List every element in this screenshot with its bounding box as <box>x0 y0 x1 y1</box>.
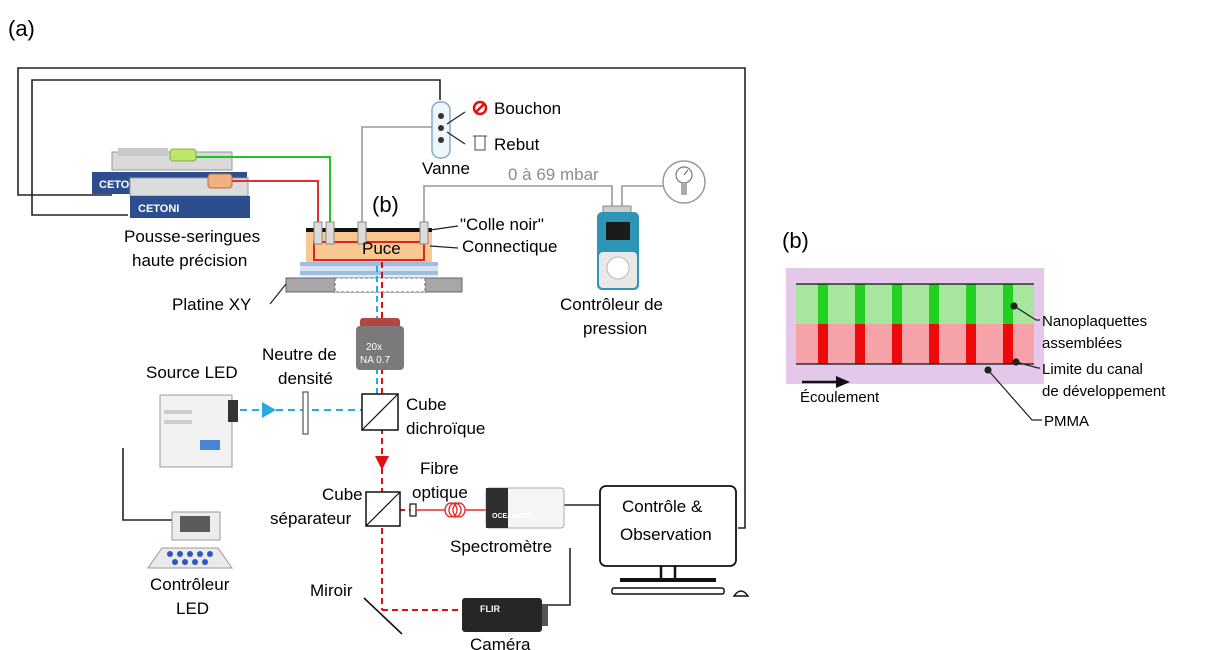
control-computer <box>599 485 750 597</box>
connectique-label: Connectique <box>462 237 557 256</box>
colle-noir-label: "Colle noir" <box>460 215 544 234</box>
led-source <box>159 394 238 468</box>
waste-bin-icon <box>473 135 487 151</box>
source-led-label: Source LED <box>146 363 238 382</box>
chip-connectors <box>313 221 429 245</box>
led-controller-label-2: LED <box>176 599 209 618</box>
platine-label: Platine XY <box>172 295 251 314</box>
panel-b-leaders <box>984 302 1042 421</box>
nano-label-2: assemblées <box>1042 335 1122 352</box>
flow-label: Écoulement <box>800 389 880 406</box>
fibre-label-2: optique <box>412 483 468 502</box>
sub-b-label: (b) <box>372 192 399 217</box>
bouchon-label: Bouchon <box>494 99 561 118</box>
green-bands <box>818 284 1013 324</box>
dichroic-cube <box>361 393 399 431</box>
red-bands <box>818 324 1013 364</box>
syringe-label-1: Pousse-seringues <box>124 227 260 246</box>
cube-dich-label-2: dichroïque <box>406 419 485 438</box>
flow-arrow <box>802 376 850 388</box>
camera-brand: FLIR <box>480 604 500 614</box>
panel-a-tag: (a) <box>8 16 35 41</box>
green-tube <box>196 156 331 224</box>
cyan-arrow <box>262 402 276 418</box>
xy-stage <box>269 277 463 305</box>
neutre-label-2: densité <box>278 369 333 388</box>
limite-label-2: de développement <box>1042 383 1166 400</box>
microfluidic-chip <box>300 228 438 277</box>
led-controller-label-1: Contrôleur <box>150 575 230 594</box>
splitter-cube <box>365 491 401 527</box>
mirror <box>363 597 403 635</box>
puce-label: Puce <box>362 239 401 258</box>
led-controller <box>147 511 233 569</box>
red-tube <box>232 180 319 224</box>
spectro-label: Spectromètre <box>450 537 552 556</box>
pressure-controller-label-1: Contrôleur de <box>560 295 663 314</box>
vanne-label: Vanne <box>422 159 470 178</box>
camera: FLIR <box>462 598 548 632</box>
control-label-2: Observation <box>620 525 712 544</box>
pressure-controller-label-2: pression <box>583 319 647 338</box>
spectrometer: OCEANHDX <box>485 487 565 529</box>
miroir-label: Miroir <box>310 581 353 600</box>
panel-b-tag: (b) <box>782 228 809 253</box>
camera-label: Caméra <box>470 635 531 650</box>
limite-label-1: Limite du canal <box>1042 361 1143 378</box>
syringe-label-2: haute précision <box>132 251 247 270</box>
objective-na: NA 0.7 <box>360 355 390 366</box>
syringe-pumps: CETONI CETONI <box>92 148 250 218</box>
spectro-brand: OCEANHDX <box>492 513 532 520</box>
neutral-density-filter <box>302 391 309 435</box>
fibre-label-1: Fibre <box>420 459 459 478</box>
grey-tubing <box>361 126 676 224</box>
red-arrow <box>375 456 389 470</box>
objective-mag: 20x <box>366 342 382 353</box>
cube-dich-label-1: Cube <box>406 395 447 414</box>
control-wiring <box>17 67 746 606</box>
pressure-controller <box>597 205 639 290</box>
cube-sep-label-1: Cube <box>322 485 363 504</box>
valve <box>431 101 466 159</box>
pressure-range-label: 0 à 69 mbar <box>508 165 599 184</box>
chip-cross-section <box>786 268 1044 384</box>
control-label-1: Contrôle & <box>622 497 703 516</box>
rebut-label: Rebut <box>494 135 540 154</box>
neutre-label-1: Neutre de <box>262 345 337 364</box>
syringe-brand-2: CETONI <box>138 203 179 215</box>
pressure-gauge-icon <box>662 160 706 204</box>
objective: 20x NA 0.7 <box>356 318 404 370</box>
cube-sep-label-2: séparateur <box>270 509 352 528</box>
nano-label-1: Nanoplaquettes <box>1042 313 1147 330</box>
stop-icon <box>472 100 488 116</box>
optical-fibre <box>409 502 486 518</box>
pmma-label: PMMA <box>1044 413 1089 430</box>
